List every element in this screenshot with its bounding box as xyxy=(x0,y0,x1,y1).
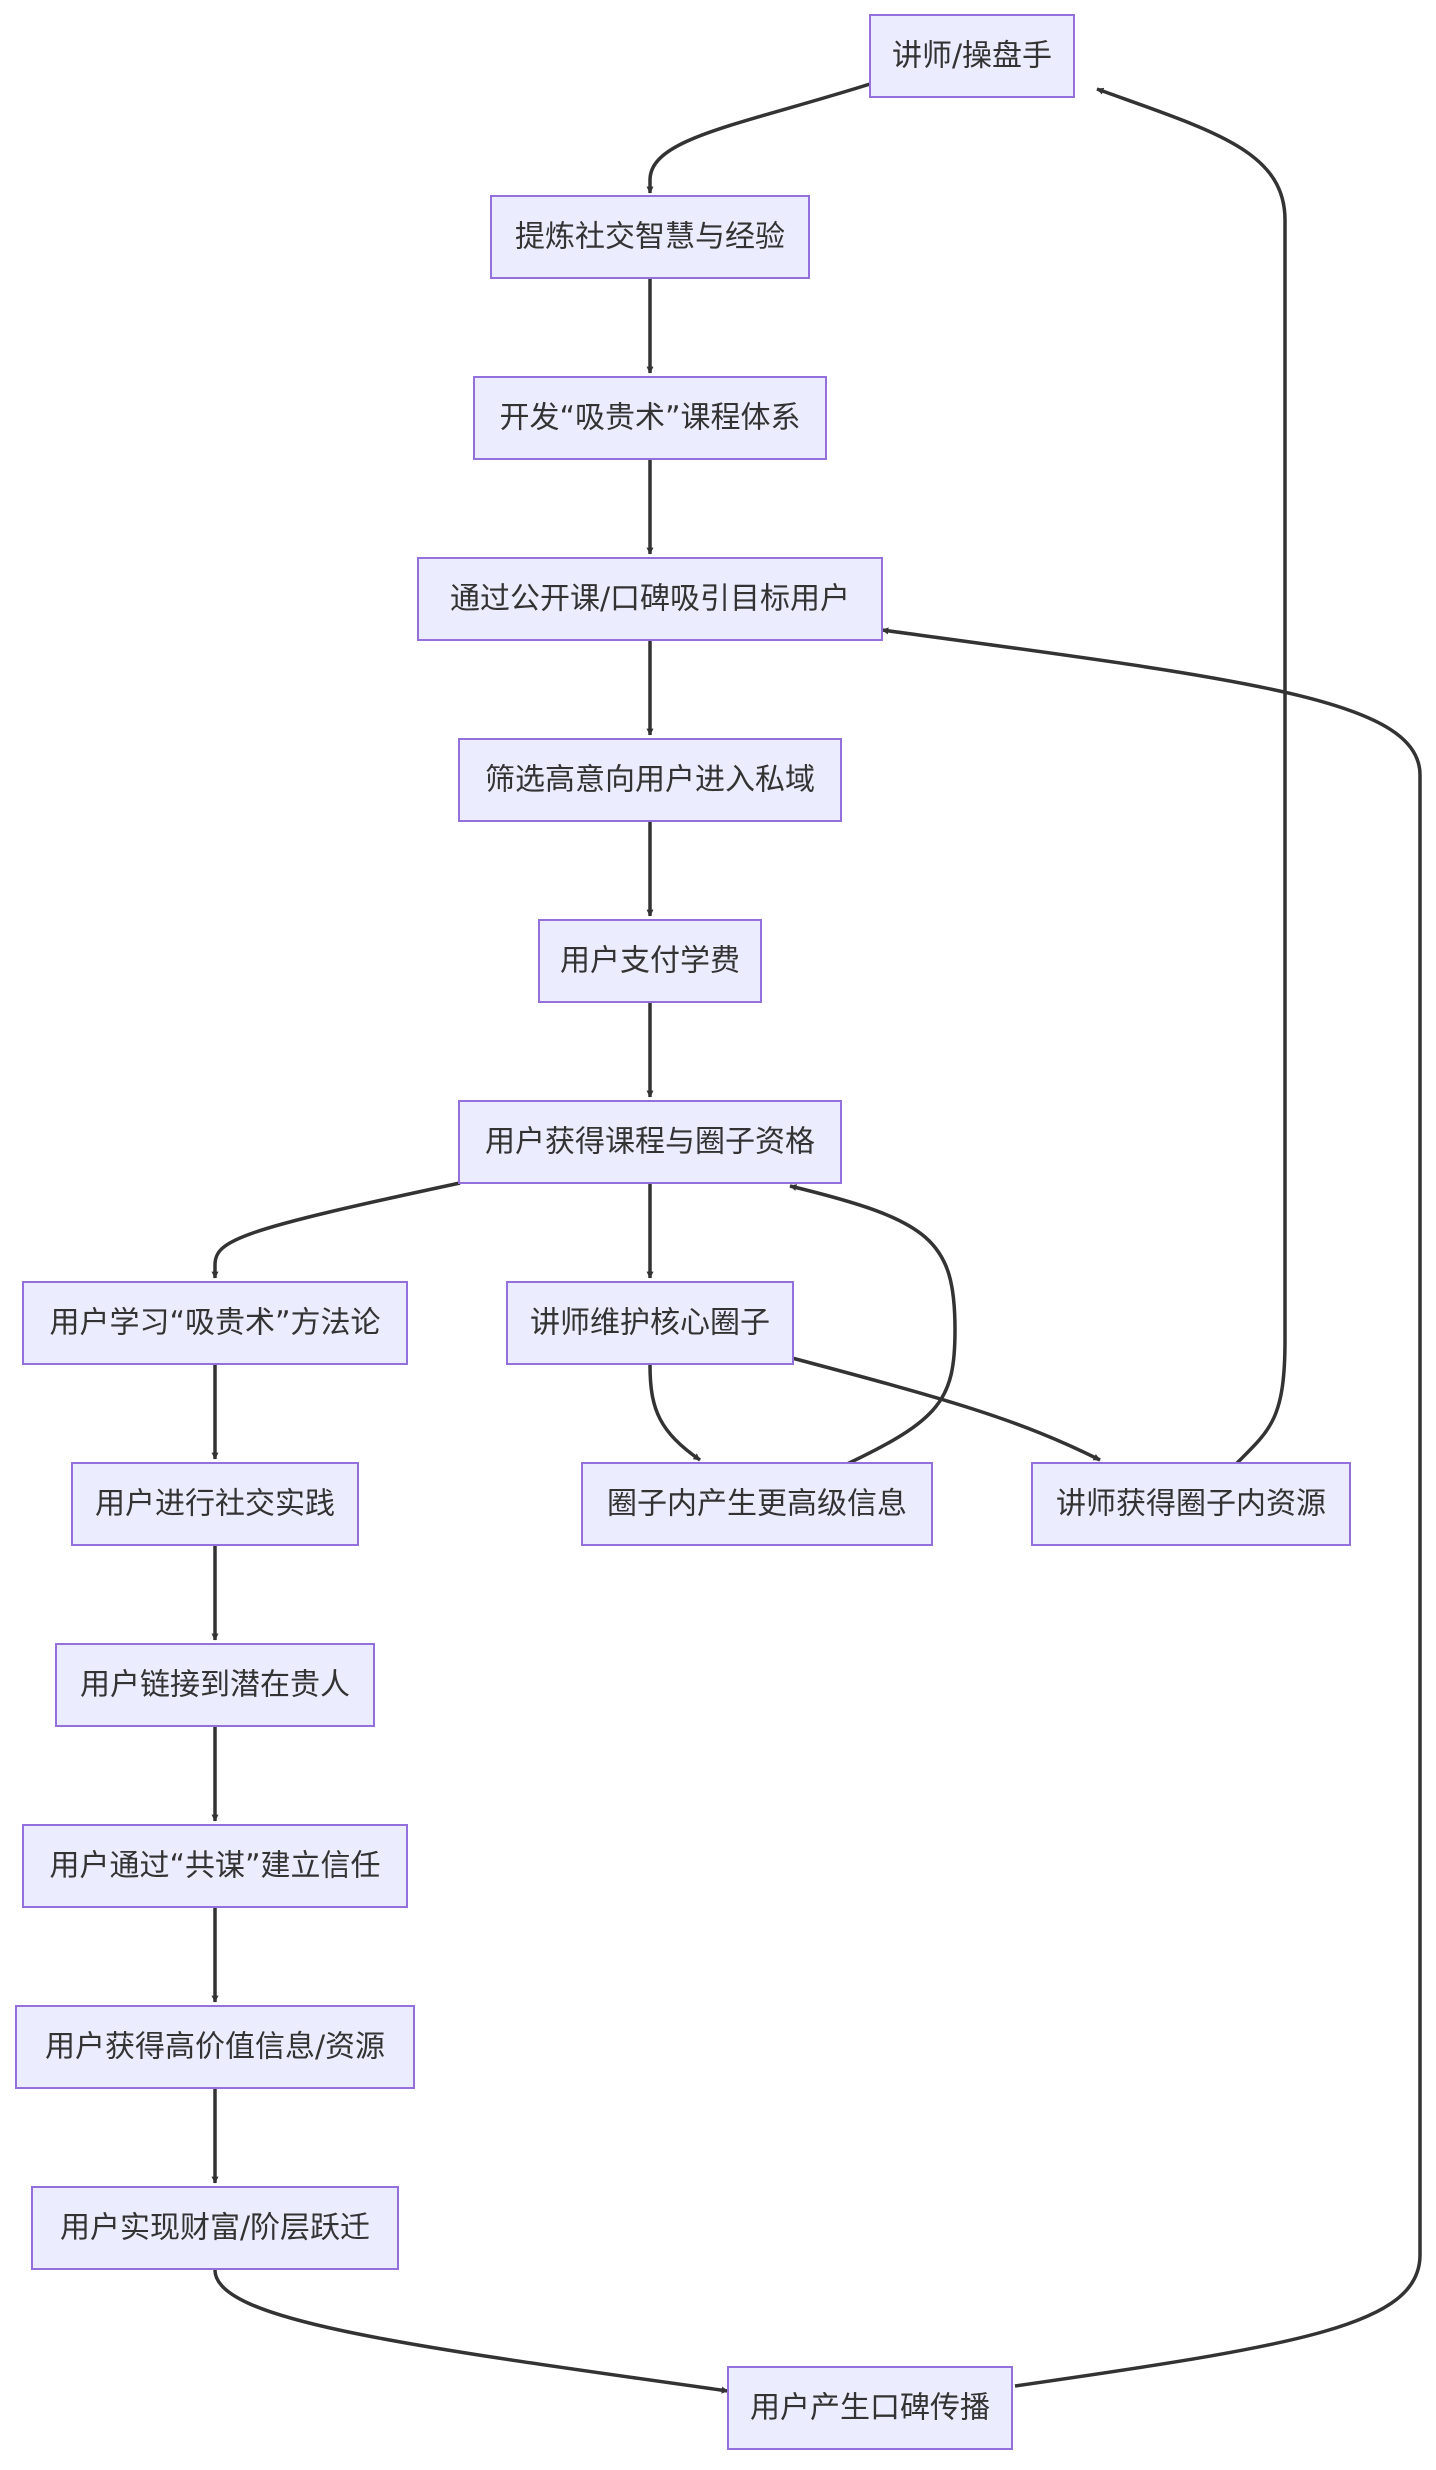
edge-maintain-to-info xyxy=(648,1364,702,1462)
edge-info-to-qualify xyxy=(789,1184,957,1467)
node-wealth-label: 用户实现财富/阶层跃迁 xyxy=(60,2211,370,2246)
node-attract: 通过公开课/口碑吸引目标用户 xyxy=(417,557,883,641)
edges xyxy=(211,82,1422,2394)
edge-wealth-to-wom xyxy=(213,2269,729,2394)
node-refine-label: 提炼社交智慧与经验 xyxy=(515,220,785,255)
edge-resources-to-lecturer xyxy=(1096,87,1287,1467)
node-practice: 用户进行社交实践 xyxy=(71,1462,359,1546)
node-value: 用户获得高价值信息/资源 xyxy=(15,2005,415,2089)
node-lecturer: 讲师/操盘手 xyxy=(869,14,1075,98)
node-wealth: 用户实现财富/阶层跃迁 xyxy=(31,2186,399,2270)
node-resources-label: 讲师获得圈子内资源 xyxy=(1056,1487,1326,1522)
node-lecturer-label: 讲师/操盘手 xyxy=(892,39,1052,74)
node-learn-label: 用户学习“吸贵术”方法论 xyxy=(49,1306,380,1341)
edge-qualify-to-learn xyxy=(211,1181,461,1279)
node-resources: 讲师获得圈子内资源 xyxy=(1031,1462,1351,1546)
node-develop-label: 开发“吸贵术”课程体系 xyxy=(499,401,800,436)
node-wom: 用户产生口碑传播 xyxy=(727,2366,1013,2450)
node-practice-label: 用户进行社交实践 xyxy=(95,1487,335,1522)
node-screen-label: 筛选高意向用户进入私域 xyxy=(485,763,815,798)
node-refine: 提炼社交智慧与经验 xyxy=(490,195,810,279)
node-attract-label: 通过公开课/口碑吸引目标用户 xyxy=(450,582,850,617)
node-screen: 筛选高意向用户进入私域 xyxy=(458,738,842,822)
node-develop: 开发“吸贵术”课程体系 xyxy=(473,376,827,460)
edge-wom-to-attract xyxy=(881,627,1422,2388)
node-learn: 用户学习“吸贵术”方法论 xyxy=(22,1281,408,1365)
node-wom-label: 用户产生口碑传播 xyxy=(750,2391,990,2426)
node-maintain: 讲师维护核心圈子 xyxy=(506,1281,794,1365)
node-qualify-label: 用户获得课程与圈子资格 xyxy=(485,1125,815,1160)
node-maintain-label: 讲师维护核心圈子 xyxy=(530,1306,770,1341)
node-qualify: 用户获得课程与圈子资格 xyxy=(458,1100,842,1184)
node-value-label: 用户获得高价值信息/资源 xyxy=(45,2030,385,2065)
node-connect-label: 用户链接到潜在贵人 xyxy=(80,1668,350,1703)
node-trust: 用户通过“共谋”建立信任 xyxy=(22,1824,408,1908)
node-trust-label: 用户通过“共谋”建立信任 xyxy=(49,1849,380,1884)
node-pay: 用户支付学费 xyxy=(538,919,762,1003)
edge-maintain-to-resources xyxy=(791,1356,1101,1462)
node-connect: 用户链接到潜在贵人 xyxy=(55,1643,375,1727)
node-pay-label: 用户支付学费 xyxy=(560,944,740,979)
node-info: 圈子内产生更高级信息 xyxy=(581,1462,933,1546)
node-info-label: 圈子内产生更高级信息 xyxy=(607,1487,907,1522)
edge-lecturer-to-refine xyxy=(646,82,871,194)
